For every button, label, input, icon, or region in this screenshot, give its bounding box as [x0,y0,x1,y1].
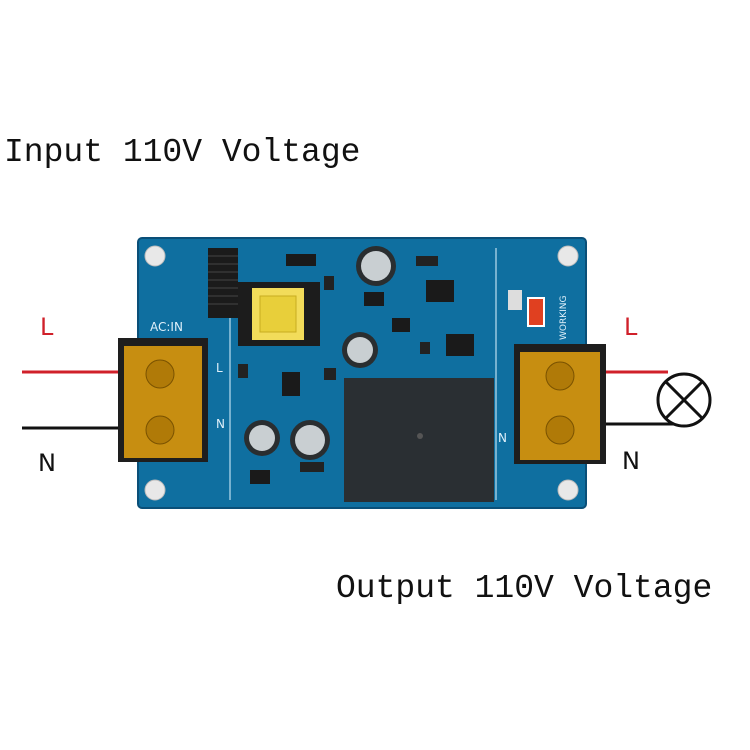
transformer [238,282,320,346]
mounting-hole [557,245,579,267]
smd-part [364,292,384,306]
input-terminal-block [118,338,208,462]
output-neutral-label: N [622,447,640,475]
silk-l: L [216,361,223,375]
smd-part [508,290,522,310]
silk-working: WORKING [559,295,569,340]
silk-n: N [216,417,225,431]
smd-part [238,364,248,378]
input-live-label: L [40,313,54,341]
output-terminal-block [514,344,606,464]
capacitor [342,332,378,368]
mounting-hole [557,479,579,501]
smd-part [324,276,334,290]
lamp-icon [656,372,712,428]
smd-part [250,470,270,484]
ic-chip [282,372,300,396]
smd-part [300,462,324,472]
smd-part [324,368,336,380]
capacitor [244,420,280,456]
antenna-coil [208,248,238,318]
working-led [527,297,545,327]
input-voltage-caption: Input 110V Voltage [4,134,361,171]
mounting-hole [144,479,166,501]
silk-acin: AC:IN [150,320,183,334]
ic-chip [426,280,454,302]
smd-part [420,342,430,354]
silk-n-out: N [498,431,507,445]
input-neutral-label: N [38,449,56,477]
ic-chip [446,334,474,356]
pcb-board: AC:IN WORKING L N N [118,237,606,509]
capacitor [290,420,330,460]
smd-part [392,318,410,332]
smd-part [286,254,316,266]
output-voltage-caption: Output 110V Voltage [336,570,713,607]
smd-part [416,256,438,266]
mounting-hole [144,245,166,267]
capacitor [356,246,396,286]
relay [344,378,494,502]
output-live-label: L [624,313,638,341]
